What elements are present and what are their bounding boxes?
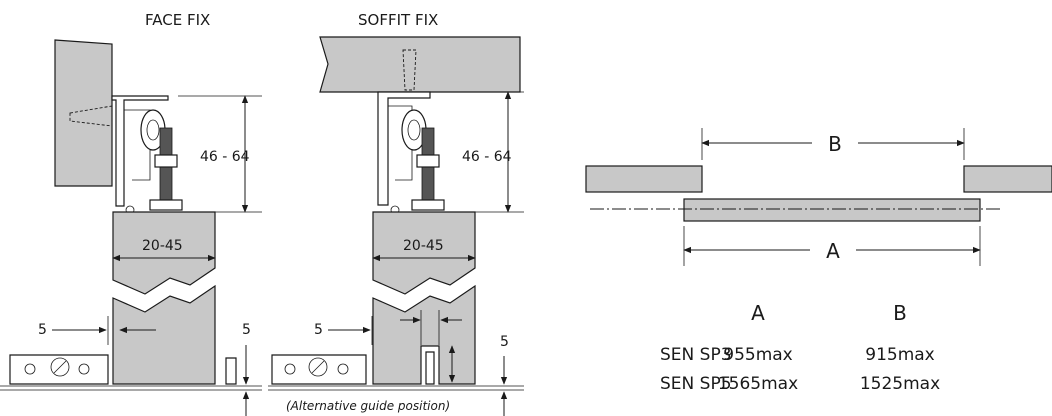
soffit-guide-fin xyxy=(425,351,435,385)
gap-label-face-right: 5 xyxy=(242,322,251,338)
dim-a-label: A xyxy=(826,239,840,263)
table-row-a: 955max xyxy=(723,345,793,365)
soffit-guide-screw-slot xyxy=(311,360,325,374)
adjust-nut xyxy=(154,154,178,168)
height-range-label-face: 46 - 64 xyxy=(200,149,250,165)
door-panel xyxy=(683,198,981,222)
table-row-b: 915max xyxy=(865,345,935,365)
soffit-door-upper xyxy=(372,211,476,295)
door-thickness-label-face: 20-45 xyxy=(142,238,183,254)
guide-fin xyxy=(225,357,237,385)
soffit-door-lower-grooved xyxy=(372,284,476,385)
soffit-floor-guide xyxy=(271,354,367,385)
gap-label-face-left: 5 xyxy=(38,322,47,338)
guide-screw-hole-1 xyxy=(24,363,36,375)
guide-screw-slot xyxy=(53,360,67,374)
door-lower-part xyxy=(112,284,216,385)
floor-guide xyxy=(9,354,109,385)
wall-screw xyxy=(69,105,113,127)
soffit-guide-hole-2 xyxy=(337,363,349,375)
door-upper-part xyxy=(112,211,216,295)
gap-label-soffit-right: 5 xyxy=(500,334,509,350)
wall xyxy=(54,39,113,187)
alt-guide-caption: (Alternative guide position) xyxy=(286,399,450,413)
door-thickness-label-soffit: 20-45 xyxy=(403,238,444,254)
soffit-roller-hub xyxy=(407,119,421,141)
gap-label-soffit-left: 5 xyxy=(314,322,323,338)
table-header-b: B xyxy=(893,301,907,325)
soffit-guide-screw xyxy=(308,357,328,377)
soffit xyxy=(319,36,521,93)
soffit-track-bracket xyxy=(377,91,431,206)
left-wall-block xyxy=(585,165,703,193)
opening-schematic: B A xyxy=(585,128,1052,266)
roller-hub xyxy=(146,119,160,141)
soffit-screw xyxy=(402,49,417,91)
table-row-b: 1525max xyxy=(860,374,940,394)
face-fix-section: FACE FIX 20-45 46 - 64 xyxy=(0,11,262,416)
face-fix-title: FACE FIX xyxy=(145,11,210,29)
soffit-guide-hole-1 xyxy=(284,363,296,375)
table-header-a: A xyxy=(751,301,765,325)
table-row-model: SEN SP3 xyxy=(660,345,732,365)
soffit-fix-section: SOFFIT FIX 20-45 46 - 64 xyxy=(268,11,524,416)
height-range-label-soffit: 46 - 64 xyxy=(462,149,512,165)
guide-screw-hole-2 xyxy=(78,363,90,375)
dim-b-label: B xyxy=(828,132,842,156)
table-row-a: 1565max xyxy=(718,374,798,394)
table-row-model: SEN SP5 xyxy=(660,374,732,394)
right-wall-block xyxy=(963,165,1052,193)
soffit-hanger-plate xyxy=(411,199,445,211)
soffit-adjust-nut xyxy=(416,154,440,168)
guide-screw xyxy=(50,357,70,377)
soffit-fix-title: SOFFIT FIX xyxy=(358,11,438,29)
hanger-plate xyxy=(149,199,183,211)
spec-table: A B SEN SP3 955max 915max SEN SP5 1565ma… xyxy=(660,301,940,394)
track-bracket xyxy=(111,95,169,207)
